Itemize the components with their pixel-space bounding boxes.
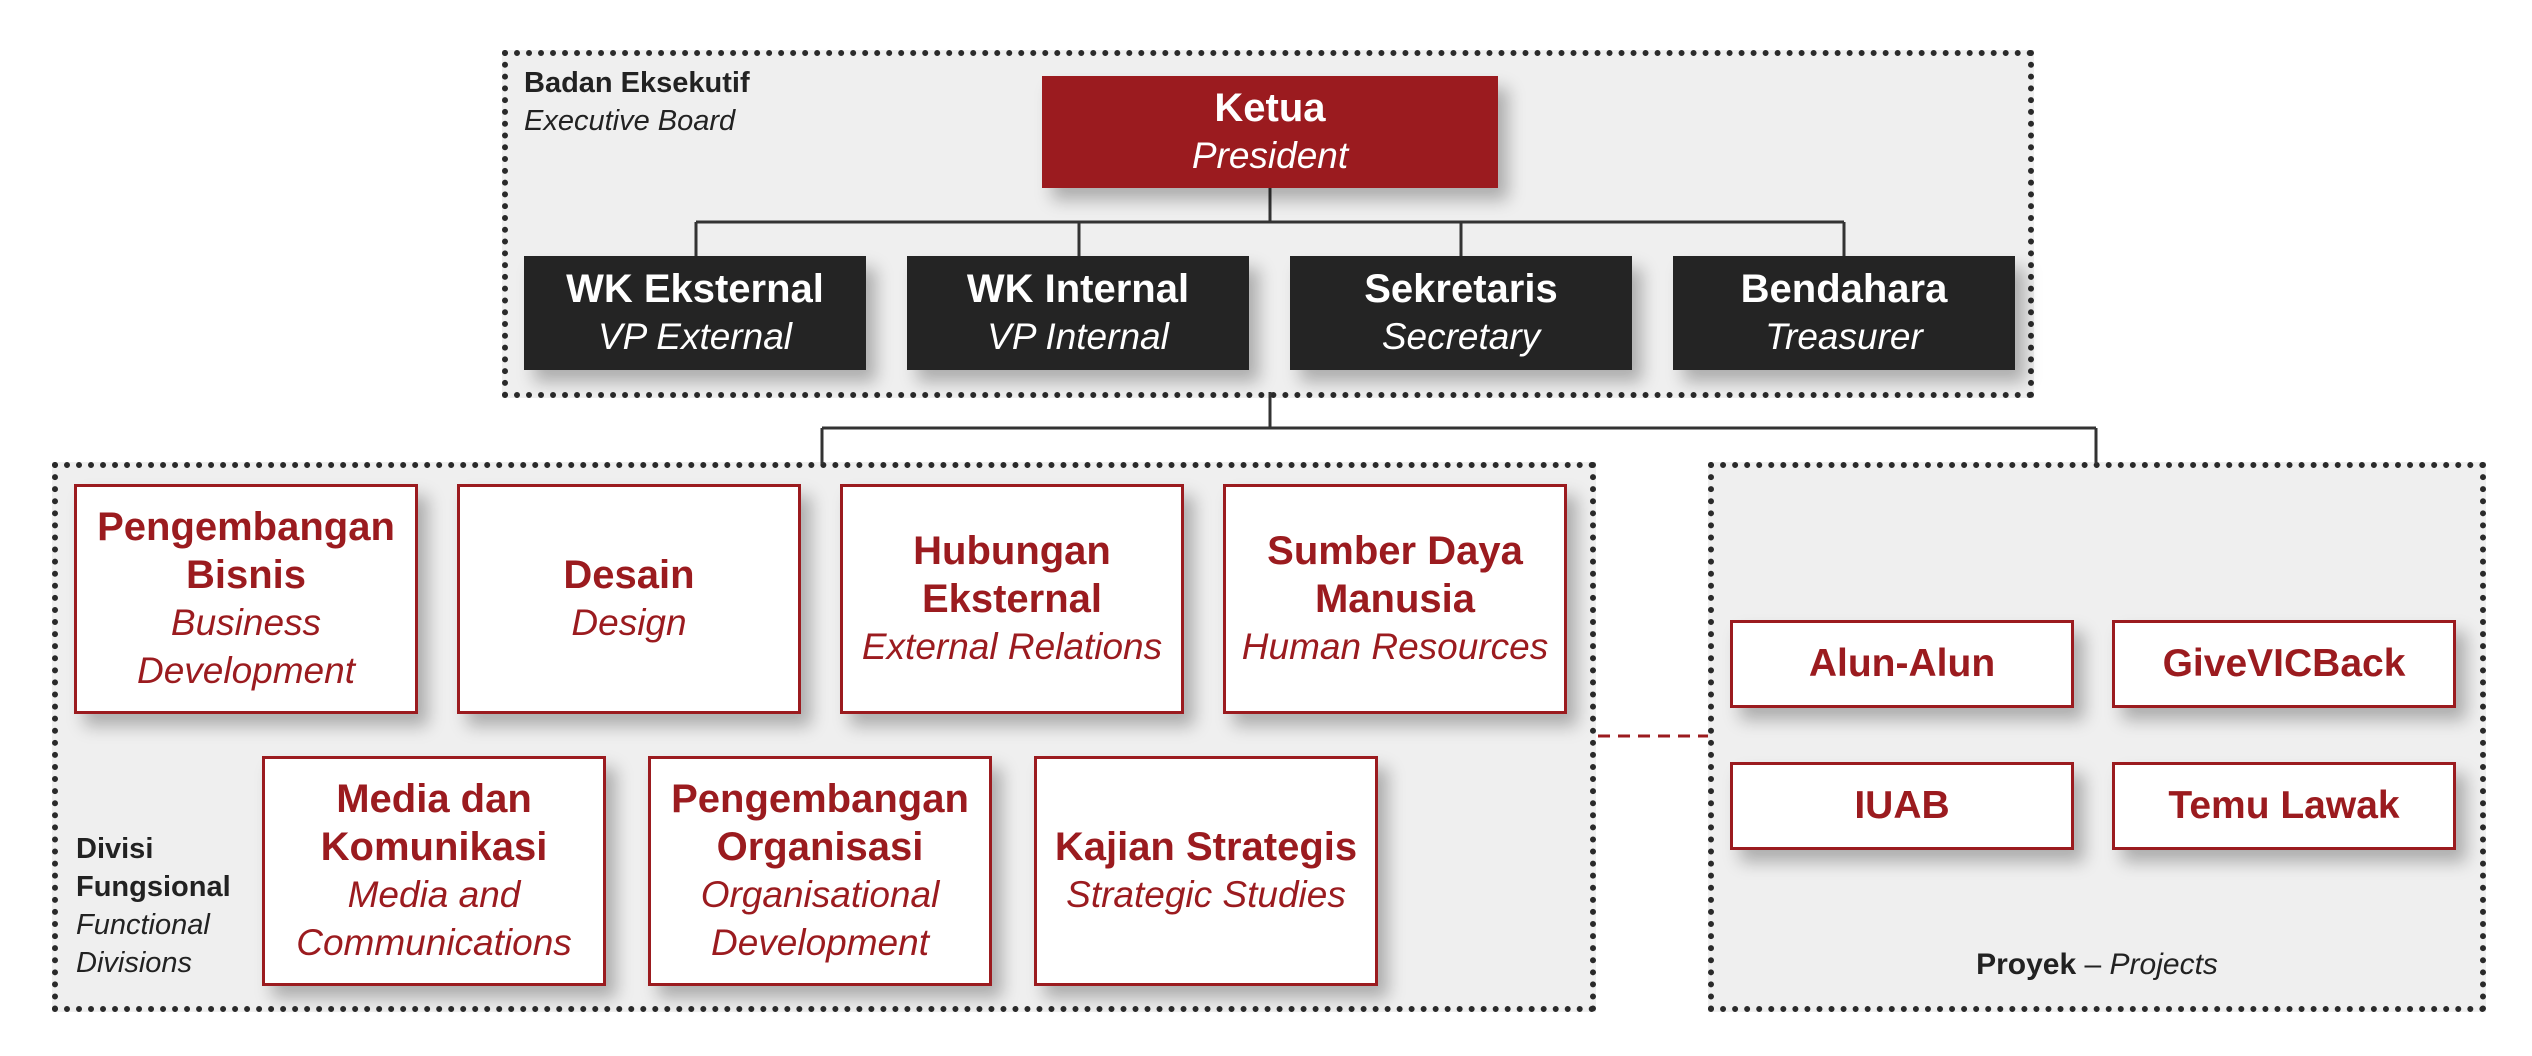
- vp-internal-box: WK Internal VP Internal: [907, 256, 1249, 370]
- division-subtitle: Design: [571, 602, 687, 643]
- project-title: GiveVICBack: [2162, 642, 2406, 685]
- division-subtitle: External Relations: [861, 626, 1163, 667]
- functional-divisions-label-id: Divisi Fungsional: [76, 833, 231, 903]
- functional-divisions-label: Divisi Fungsional Functional Divisions: [76, 830, 296, 982]
- division-human-resources: Sumber Daya Manusia Human Resources: [1223, 484, 1567, 714]
- project-alun-alun: Alun-Alun: [1730, 620, 2074, 708]
- division-subtitle: Human Resources: [1241, 626, 1549, 667]
- president-title: Ketua: [1214, 86, 1326, 130]
- executive-board-label-en: Executive Board: [524, 105, 736, 137]
- division-title: Desain: [563, 553, 695, 597]
- division-business-development: Pengembangan Bisnis Business Development: [74, 484, 418, 714]
- executive-board-label-id: Badan Eksekutif: [524, 67, 750, 99]
- project-title: Temu Lawak: [2168, 784, 2400, 827]
- division-title: Pengembangan Organisasi: [671, 777, 969, 869]
- vp-internal-title: WK Internal: [966, 267, 1190, 311]
- division-organisational-development: Pengembangan Organisasi Organisational D…: [648, 756, 992, 986]
- project-title: Alun-Alun: [1808, 642, 1996, 685]
- president-subtitle: President: [1191, 135, 1349, 176]
- division-title: Media dan Komunikasi: [320, 777, 548, 869]
- treasurer-title: Bendahara: [1740, 267, 1948, 311]
- division-design: Desain Design: [457, 484, 801, 714]
- projects-label-en: Projects: [2109, 948, 2218, 981]
- project-temu-lawak: Temu Lawak: [2112, 762, 2456, 850]
- division-title: Pengembangan Bisnis: [97, 505, 395, 597]
- division-subtitle: Business Development: [136, 602, 355, 691]
- division-media-communications: Media dan Komunikasi Media and Communica…: [262, 756, 606, 986]
- projects-label-id: Proyek: [1976, 948, 2077, 981]
- projects-label: Proyek – Projects: [1708, 946, 2486, 984]
- treasurer-subtitle: Treasurer: [1765, 316, 1923, 357]
- secretary-title: Sekretaris: [1364, 267, 1558, 311]
- division-title: Sumber Daya Manusia: [1267, 529, 1523, 621]
- division-external-relations: Hubungan Eksternal External Relations: [840, 484, 1184, 714]
- functional-divisions-label-en: Functional Divisions: [76, 909, 210, 979]
- division-strategic-studies: Kajian Strategis Strategic Studies: [1034, 756, 1378, 986]
- project-title: IUAB: [1854, 784, 1950, 827]
- division-title: Hubungan Eksternal: [913, 529, 1111, 621]
- vp-external-box: WK Eksternal VP External: [524, 256, 866, 370]
- project-givevicback: GiveVICBack: [2112, 620, 2456, 708]
- vp-external-subtitle: VP External: [598, 316, 792, 357]
- president-box: Ketua President: [1042, 76, 1498, 188]
- projects-label-separator: –: [2084, 948, 2102, 981]
- projects-group: [1708, 462, 2486, 1012]
- executive-board-label: Badan Eksekutif Executive Board: [524, 64, 750, 140]
- vp-internal-subtitle: VP Internal: [987, 316, 1169, 357]
- division-title: Kajian Strategis: [1054, 825, 1358, 869]
- division-subtitle: Organisational Development: [700, 874, 940, 963]
- division-subtitle: Strategic Studies: [1066, 874, 1346, 915]
- treasurer-box: Bendahara Treasurer: [1673, 256, 2015, 370]
- project-iuab: IUAB: [1730, 762, 2074, 850]
- secretary-box: Sekretaris Secretary: [1290, 256, 1632, 370]
- secretary-subtitle: Secretary: [1381, 316, 1541, 357]
- division-subtitle: Media and Communications: [296, 874, 572, 963]
- vp-external-title: WK Eksternal: [566, 267, 824, 311]
